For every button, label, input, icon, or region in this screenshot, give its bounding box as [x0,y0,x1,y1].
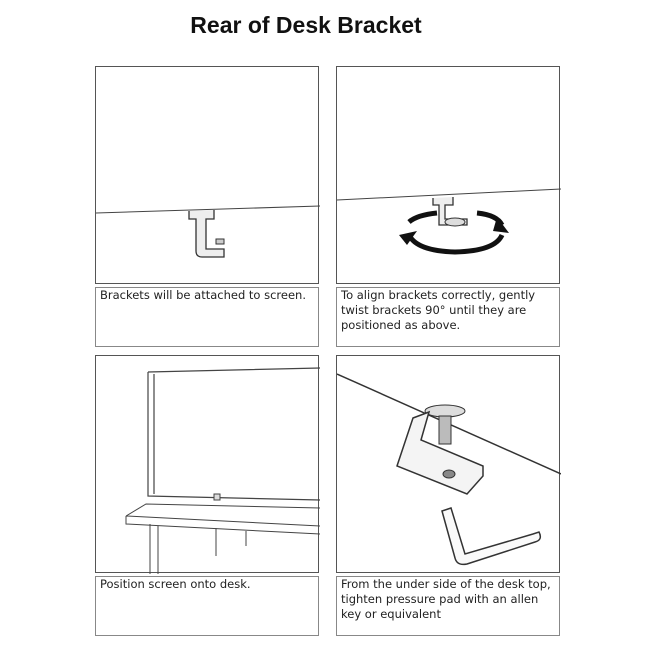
step-4-caption: From the under side of the desk top, tig… [336,576,560,636]
step-4-illustration [336,355,561,573]
step-1-illustration [95,66,320,284]
step-3-caption: Position screen onto desk. [95,576,319,636]
screen-on-desk-drawing [125,367,320,574]
step-2-illustration [336,66,561,284]
bracket-twist-drawing [337,188,561,255]
step-1-caption: Brackets will be attached to screen. [95,287,319,347]
bracket-attached-drawing [96,205,320,258]
tighten-pad-drawing [337,373,561,566]
page-title: Rear of Desk Bracket [190,12,422,38]
step-3-illustration [95,355,320,574]
step-2-caption: To align brackets correctly, gently twis… [336,287,560,347]
